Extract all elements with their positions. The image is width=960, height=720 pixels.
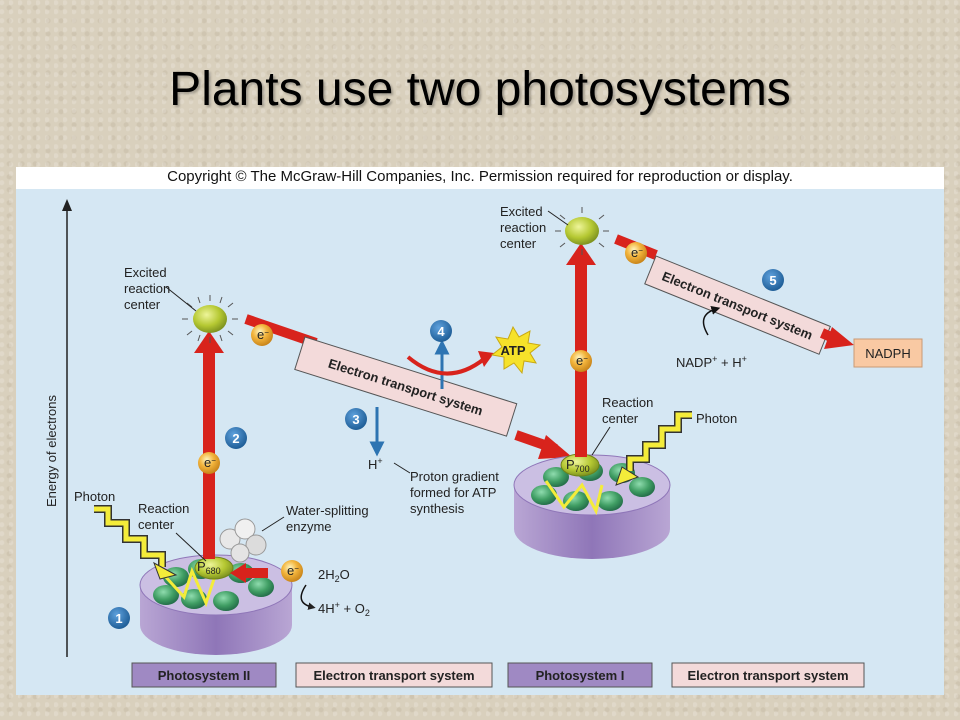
excited-label-1-line-3: center [124, 297, 161, 312]
svg-text:2: 2 [232, 431, 239, 446]
step-badges: 1 2 3 4 5 [108, 269, 784, 629]
p680-label: P680 [197, 559, 221, 576]
legend-photosystem-i: Photosystem I [507, 662, 653, 688]
svg-text:e−: e− [257, 327, 269, 342]
nadph-box: NADPH [853, 338, 923, 368]
excited-reaction-center-1 [165, 286, 238, 343]
chlorophyll [597, 491, 623, 511]
photon-1-arrow [94, 505, 178, 580]
step-4-badge: 4 [430, 320, 452, 342]
step-5-badge: 5 [762, 269, 784, 291]
step-2-badge: 2 [225, 427, 247, 449]
axis-label: Energy of electrons [44, 394, 59, 507]
step-1-badge: 1 [108, 607, 130, 629]
photon-1-label: Photon [74, 489, 115, 504]
photon-2-label: Photon [696, 411, 737, 426]
svg-text:5: 5 [769, 273, 776, 288]
chlorophyll [531, 485, 557, 505]
chlorophyll [153, 585, 179, 605]
proton-gradient-line-3: synthesis [410, 501, 465, 516]
svg-text:Photosystem II: Photosystem II [158, 668, 250, 683]
excited-label-1-line-2: reaction [124, 281, 170, 296]
atp-synthesis: ATP [406, 325, 542, 389]
water-splitting-enzyme [219, 516, 285, 563]
svg-text:Electron transport system: Electron transport system [313, 668, 474, 683]
svg-text:1: 1 [115, 611, 122, 626]
ets-2-label: Electron transport system [660, 268, 815, 342]
water-enzyme-line-2: enzyme [286, 519, 332, 534]
proton-gradient: H+ Proton gradient formed for ATP synthe… [368, 407, 499, 516]
h2o-label: 2H2O [318, 567, 350, 584]
svg-text:Photosystem I: Photosystem I [536, 668, 625, 683]
photosystems-diagram: Energy of electrons P680 [44, 199, 923, 688]
p700-label: P700 [566, 457, 590, 474]
electron-2: e− [198, 452, 220, 474]
reaction-center-1-line-2: center [138, 517, 175, 532]
chlorophyll [543, 467, 569, 487]
reaction-center-2-line-2: center [602, 411, 639, 426]
atp-label: ATP [500, 343, 525, 358]
water-split-products: 2H2O 4H+ + O2 [300, 567, 370, 618]
photon-2-arrow [615, 411, 692, 486]
legend-ets-2: Electron transport system [671, 662, 865, 688]
electron-particles: e− e− e− e− e− [198, 242, 647, 582]
nadph-label: NADPH [865, 346, 911, 361]
legend-bar: Photosystem II Electron transport system… [131, 662, 865, 688]
step-3-badge: 3 [345, 408, 367, 430]
legend-ets-1: Electron transport system [295, 662, 493, 688]
excited-label-2-line-1: Excited [500, 204, 543, 219]
electron-3: e− [281, 560, 303, 582]
text-labels: Excited reaction center Excited reaction… [74, 204, 737, 562]
water-enzyme-line-1: Water-splitting [286, 503, 369, 518]
svg-text:3: 3 [352, 412, 359, 427]
chlorophyll [629, 477, 655, 497]
svg-text:e−: e− [576, 353, 588, 368]
ets-2: Electron transport system [644, 255, 854, 355]
proton-gradient-line-1: Proton gradient [410, 469, 499, 484]
chlorophyll [563, 491, 589, 511]
chlorophyll [213, 591, 239, 611]
reaction-center-1-line-1: Reaction [138, 501, 189, 516]
chlorophyll [248, 577, 274, 597]
nadp-label: NADP+ + H+ [676, 354, 747, 370]
psii-excitation-arrow [194, 331, 224, 559]
photosystem-i: P700 [513, 453, 671, 559]
hplus-label: H+ [368, 456, 383, 472]
electron-5: e− [625, 242, 647, 264]
h-out-label: 4H+ + O2 [318, 600, 370, 618]
svg-text:e−: e− [287, 563, 299, 578]
figure: Copyright © The McGraw-Hill Companies, I… [16, 167, 944, 695]
reaction-center-2-line-1: Reaction [602, 395, 653, 410]
energy-axis: Energy of electrons [44, 199, 72, 657]
svg-text:e−: e− [204, 455, 216, 470]
copyright-notice: Copyright © The McGraw-Hill Companies, I… [167, 168, 793, 185]
legend-photosystem-ii: Photosystem II [131, 662, 277, 688]
svg-text:e−: e− [631, 245, 643, 260]
svg-text:Electron transport system: Electron transport system [687, 668, 848, 683]
slide-title: Plants use two photosystems [169, 63, 791, 116]
electron-1: e− [251, 324, 273, 346]
excited-reaction-center-2 [547, 207, 609, 255]
electron-4: e− [570, 350, 592, 372]
excited-label-2-line-2: reaction [500, 220, 546, 235]
proton-gradient-line-2: formed for ATP [410, 485, 496, 500]
nadp-reduction: NADP+ + H+ [676, 305, 747, 370]
excited-label-1-line-1: Excited [124, 265, 167, 280]
excited-label-2-line-3: center [500, 236, 537, 251]
svg-text:4: 4 [437, 324, 445, 339]
